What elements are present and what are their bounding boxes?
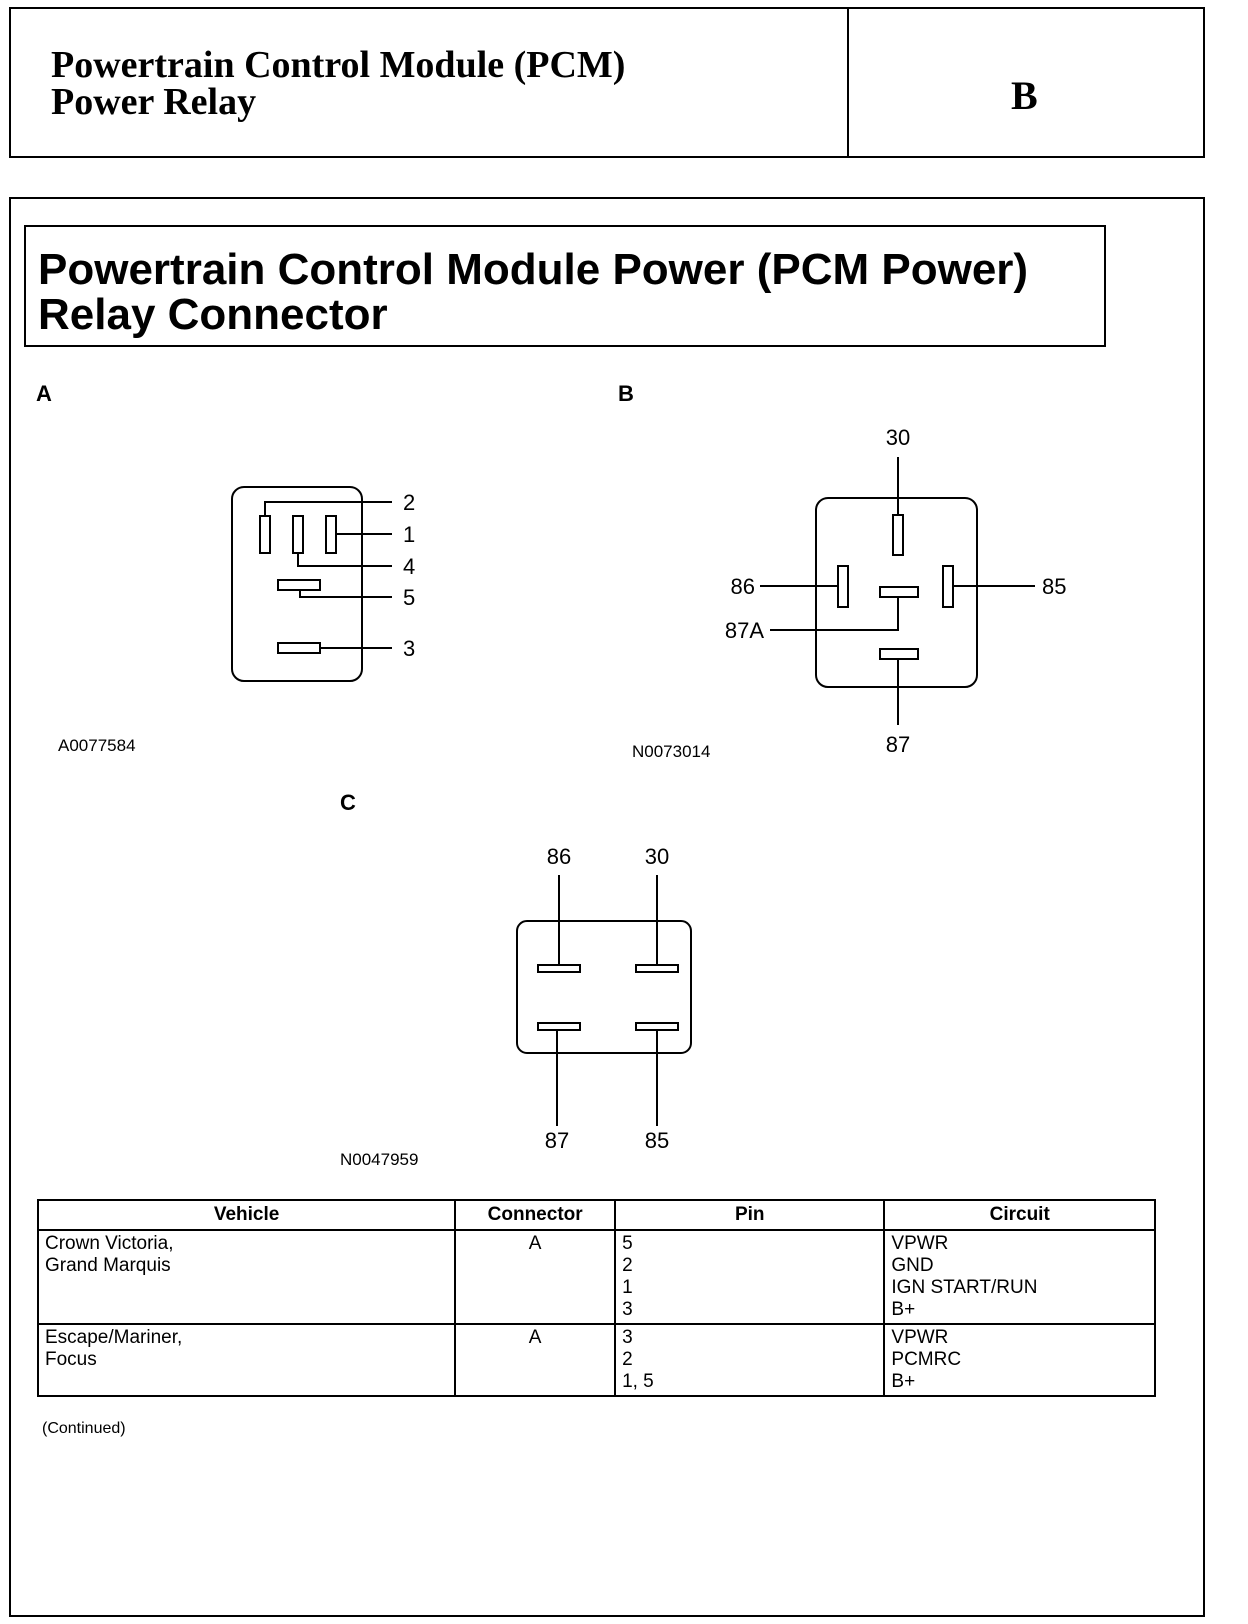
pin-value: 3 <box>622 1327 633 1348</box>
pin-label-a-2: 2 <box>403 490 415 515</box>
connector-cell: A <box>454 1229 617 1325</box>
connector-value: A <box>528 1327 542 1348</box>
pin-label-c-86: 86 <box>547 844 571 869</box>
pin-value: 1, 5 <box>622 1371 654 1392</box>
pin-cell: 3 2 1, 5 <box>614 1323 886 1397</box>
vehicle-line: Grand Marquis <box>45 1255 171 1276</box>
content-frame <box>9 197 1205 1617</box>
connector-a-lead-4 <box>297 553 392 567</box>
section-letter: B <box>1011 73 1038 118</box>
column-header-vehicle: Vehicle <box>36 1199 457 1231</box>
header-title-line-1: Powertrain Control Module (PCM) <box>51 44 626 86</box>
connector-b-terminal-87a <box>879 586 919 598</box>
connector-b-terminal-86 <box>837 565 849 608</box>
vehicle-cell: Escape/Mariner, Focus <box>36 1323 457 1397</box>
pin-value: 5 <box>622 1233 633 1254</box>
circuit-value: B+ <box>891 1371 916 1392</box>
table-row: Crown Victoria, Grand Marquis A 5 2 1 3 … <box>36 1229 1156 1325</box>
diagram-b-label: B <box>618 381 634 406</box>
pin-label-a-3: 3 <box>403 636 415 661</box>
connector-c-body <box>516 920 692 1054</box>
connector-a-terminal-2 <box>259 515 271 554</box>
connector-b-terminal-85 <box>942 565 954 608</box>
header-title: Powertrain Control Module (PCM) Power Re… <box>51 44 626 123</box>
connector-a-terminal-4 <box>292 515 304 554</box>
connector-c-terminal-87 <box>537 1022 581 1031</box>
connector-b-body <box>815 497 978 688</box>
pin-value: 3 <box>622 1299 633 1320</box>
column-header-pin: Pin <box>614 1199 886 1231</box>
circuit-cell: VPWR PCMRC B+ <box>883 1323 1156 1397</box>
pin-value: 2 <box>622 1255 633 1276</box>
section-title: Powertrain Control Module Power (PCM Pow… <box>38 247 1028 337</box>
diagram-a-label: A <box>36 381 52 406</box>
pin-label-b-30: 30 <box>886 425 910 450</box>
connector-c-terminal-85 <box>635 1022 679 1031</box>
diagram-a-id: A0077584 <box>58 736 136 755</box>
pin-label-a-1: 1 <box>403 522 415 547</box>
diagram-b-id: N0073014 <box>632 742 711 761</box>
connector-a-terminal-3 <box>277 642 321 654</box>
vehicle-line: Focus <box>45 1349 97 1370</box>
circuit-value: VPWR <box>891 1327 949 1348</box>
pin-label-c-85: 85 <box>645 1128 669 1153</box>
pin-label-b-85: 85 <box>1042 574 1066 599</box>
header-title-line-2: Power Relay <box>51 81 257 123</box>
pin-label-a-5: 5 <box>403 585 415 610</box>
vehicle-cell: Crown Victoria, Grand Marquis <box>36 1229 457 1325</box>
table-header-row: Vehicle Connector Pin Circuit <box>36 1199 1156 1231</box>
pin-table: Vehicle Connector Pin Circuit Crown Vict… <box>36 1199 1156 1397</box>
connector-a-lead-5 <box>299 590 392 598</box>
connector-a-terminal-1 <box>325 515 337 554</box>
vehicle-line: Escape/Mariner, <box>45 1327 183 1348</box>
pin-cell: 5 2 1 3 <box>614 1229 886 1325</box>
continued-note: (Continued) <box>42 1420 126 1437</box>
connector-c-terminal-30 <box>635 964 679 973</box>
pin-value: 2 <box>622 1349 633 1370</box>
section-title-line-1: Powertrain Control Module Power (PCM Pow… <box>38 245 1029 294</box>
circuit-value: IGN START/RUN <box>891 1277 1038 1298</box>
connector-a-lead-2 <box>264 501 392 516</box>
pin-label-a-4: 4 <box>403 554 415 579</box>
connector-cell: A <box>454 1323 617 1397</box>
circuit-cell: VPWR GND IGN START/RUN B+ <box>883 1229 1156 1325</box>
vehicle-line: Crown Victoria, <box>45 1233 174 1254</box>
pin-value: 1 <box>622 1277 633 1298</box>
connector-a-terminal-5 <box>277 579 321 591</box>
pin-label-b-87: 87 <box>886 732 910 757</box>
connector-b-lead-87a <box>770 597 899 631</box>
table-row: Escape/Mariner, Focus A 3 2 1, 5 VPWR PC… <box>36 1323 1156 1397</box>
connector-a-body <box>231 486 363 682</box>
column-header-connector: Connector <box>454 1199 617 1231</box>
pin-label-b-86: 86 <box>731 574 755 599</box>
column-header-circuit: Circuit <box>883 1199 1156 1231</box>
connector-b-drawing <box>760 457 1035 725</box>
circuit-value: PCMRC <box>891 1349 962 1370</box>
diagram-c-label: C <box>340 790 356 815</box>
connector-c-drawing <box>516 875 692 1126</box>
connector-value: A <box>528 1233 542 1254</box>
pin-label-b-87a: 87A <box>725 618 764 643</box>
pin-label-c-30: 30 <box>645 844 669 869</box>
connector-c-terminal-86 <box>537 964 581 973</box>
connector-a-drawing <box>231 486 392 682</box>
diagram-c-id: N0047959 <box>340 1150 419 1169</box>
circuit-value: B+ <box>891 1299 916 1320</box>
section-title-line-2: Relay Connector <box>38 290 388 339</box>
section-title-box: Powertrain Control Module Power (PCM Pow… <box>24 225 1106 347</box>
connector-b-terminal-30 <box>892 514 904 556</box>
circuit-value: VPWR <box>891 1233 949 1254</box>
connector-b-terminal-87 <box>879 648 919 660</box>
header-divider <box>847 9 849 156</box>
header-box: Powertrain Control Module (PCM) Power Re… <box>9 7 1205 158</box>
pin-label-c-87: 87 <box>545 1128 569 1153</box>
circuit-value: GND <box>891 1255 934 1276</box>
